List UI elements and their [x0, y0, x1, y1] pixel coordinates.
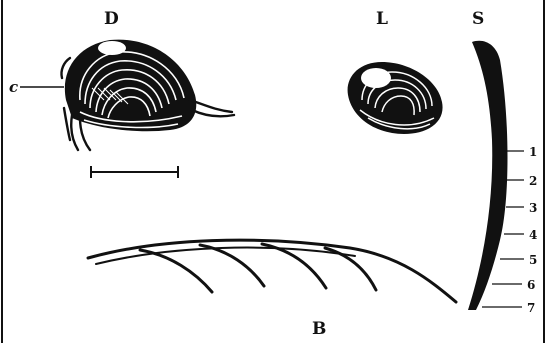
panel-d-label: D: [104, 9, 119, 29]
panel-l-shell: [348, 62, 443, 134]
s-tick-label-2: 2: [529, 174, 537, 188]
panel-b-section: [88, 240, 456, 302]
s-tick-label-3: 3: [529, 201, 537, 215]
panel-l-label: L: [376, 9, 388, 29]
panel-b-label: B: [312, 319, 326, 339]
shell-l-umbo: [361, 68, 391, 88]
panel-d-shell: [61, 40, 234, 150]
s-tick-label-6: 6: [527, 278, 535, 292]
s-tick-label-7: 7: [527, 301, 535, 315]
s-tick-label-5: 5: [529, 253, 537, 267]
panel-s-section: [468, 41, 508, 310]
scale-bar: [91, 166, 178, 178]
s-tick-label-1: 1: [529, 145, 537, 159]
s-tick-labels: 1 2 3 4 5 6 7: [527, 145, 537, 315]
panel-s-label: S: [472, 9, 484, 29]
shell-d-umbo: [98, 41, 126, 55]
callout-c-label: c: [9, 78, 18, 96]
s-tick-label-4: 4: [529, 228, 537, 242]
